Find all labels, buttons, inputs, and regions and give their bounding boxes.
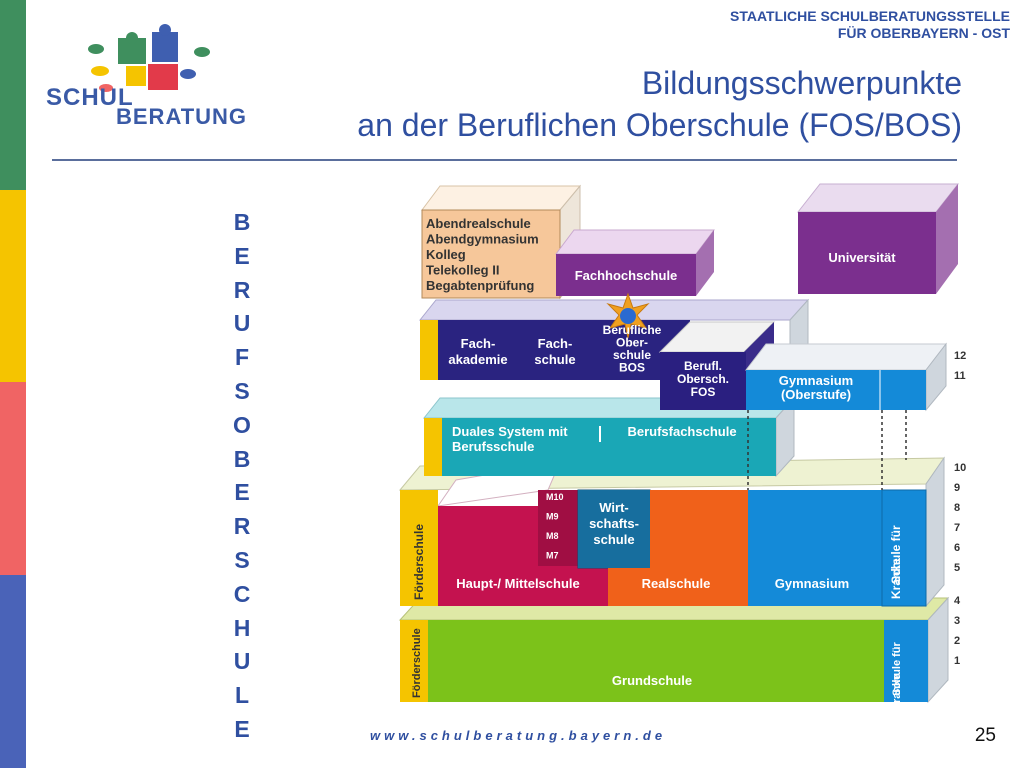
schule-kranke-upper-label: Schule für xyxy=(889,525,903,584)
title-line-2: an der Beruflichen Oberschule (FOS/BOS) xyxy=(357,107,962,143)
berufsfachschule-label: Berufsfachschule xyxy=(627,424,736,439)
foerderschule-upper-label: Förderschule xyxy=(412,524,426,600)
grade-number: 12 xyxy=(954,350,966,362)
abend-label: Begabtenprüfung xyxy=(426,278,534,293)
vertical-letter: E xyxy=(234,242,250,269)
vertical-letter: O xyxy=(233,411,251,438)
fachakademie-block xyxy=(418,298,810,382)
fachschule-label: schule xyxy=(534,352,575,367)
middle-section xyxy=(398,456,945,608)
color-stripe-red xyxy=(0,382,26,575)
color-stripe-yellow xyxy=(0,190,26,382)
color-stripe-blue xyxy=(0,575,26,768)
grade-number: 2 xyxy=(954,635,960,647)
foerderschule-lower-label: Förderschule xyxy=(411,628,423,698)
m-level-label: M9 xyxy=(546,512,559,522)
fachhochschule-block xyxy=(555,229,715,296)
universitaet-label: Universität xyxy=(828,250,896,265)
vertical-letter: H xyxy=(233,614,251,641)
vertical-letter: R xyxy=(233,513,251,540)
vertical-letter: E xyxy=(234,715,250,742)
abend-label: Telekolleg II xyxy=(426,263,499,278)
duales-system-label: Duales System mit xyxy=(452,424,568,439)
fachhochschule-label: Fachhochschule xyxy=(575,268,678,283)
grade-number: 11 xyxy=(954,370,966,382)
grade-number: 10 xyxy=(954,462,966,474)
vertical-letter: F xyxy=(234,344,250,371)
abend-label: Kolleg xyxy=(426,247,466,262)
schule-kranke-lower-label: Schule für xyxy=(891,641,903,696)
abend-label: Abendgymnasium xyxy=(426,232,539,247)
org-line-2: FÜR OBERBAYERN - OST xyxy=(837,25,1010,41)
universitaet-block xyxy=(796,183,960,294)
vertical-letter: L xyxy=(234,682,250,709)
grundschule-label: Grundschule xyxy=(612,673,692,688)
vertical-letter: B xyxy=(233,445,251,472)
m-level-label: M7 xyxy=(546,551,559,561)
logo-word-schul: SCHUL xyxy=(46,84,134,111)
wirtschaftsschule-label: schule xyxy=(593,532,634,547)
abend-label: Abendrealschule xyxy=(426,216,531,231)
bos-label: Berufliche xyxy=(603,323,662,337)
fachschule-label: Fach- xyxy=(538,336,573,351)
m-level-label: M8 xyxy=(546,531,559,541)
color-stripe-green xyxy=(0,0,26,190)
realschule-label: Realschule xyxy=(642,576,711,591)
schulberatung-logo: SCHUL BERATUNG xyxy=(40,18,250,138)
vertical-letter: C xyxy=(233,580,251,607)
duales-system-label: Berufsschule xyxy=(452,439,534,454)
grade-number: 7 xyxy=(954,522,960,534)
bos-label: BOS xyxy=(619,361,645,375)
fachakademie-label: Fach- xyxy=(461,336,496,351)
gymnasium-label: Gymnasium xyxy=(775,576,849,591)
dashed-connectors xyxy=(747,410,907,490)
vertical-letter: S xyxy=(234,377,250,404)
grade-number: 9 xyxy=(954,482,960,494)
fachakademie-label: akademie xyxy=(448,352,507,367)
fos-label: Obersch. xyxy=(677,372,729,386)
grade-number: 1 xyxy=(954,655,960,667)
page-number: 25 xyxy=(974,725,996,746)
gymnasium-oberstufe-label: (Oberstufe) xyxy=(781,387,851,402)
schule-kranke-upper-label: Kranke xyxy=(889,558,903,599)
organization-name: STAATLICHE SCHULBERATUNGSSTELLE FÜR OBER… xyxy=(730,8,1010,42)
grade-number: 4 xyxy=(954,595,961,607)
puzzle-logo-icon xyxy=(88,24,210,92)
bos-label: Ober- xyxy=(616,336,648,350)
fos-label: FOS xyxy=(691,385,716,399)
title-line-1: Bildungsschwerpunkte xyxy=(641,65,962,101)
vertical-letter: E xyxy=(234,479,250,506)
gymnasium-oberstufe-label: Gymnasium xyxy=(779,373,853,388)
bos-label: schule xyxy=(613,348,651,362)
schule-kranke-lower-label: Kranke xyxy=(891,674,903,711)
title-divider xyxy=(52,159,957,161)
vertical-letter: R xyxy=(233,276,251,303)
slide-title: Bildungsschwerpunkte an der Beruflichen … xyxy=(357,62,962,146)
vertical-letter: B xyxy=(233,209,251,235)
logo-word-beratung: BERATUNG xyxy=(116,104,248,129)
star-marker-icon xyxy=(606,292,650,339)
footer-url[interactable]: www.schulberatung.bayern.de xyxy=(370,728,667,743)
wirtschaftsschule-label: Wirt- xyxy=(599,500,629,515)
vertical-letter: U xyxy=(233,310,251,337)
grade-number: 3 xyxy=(954,615,960,627)
fos-label: Berufl. xyxy=(684,359,722,373)
vertical-letter: U xyxy=(233,648,251,675)
wirtschaftsschule-label: schafts- xyxy=(589,516,639,531)
org-line-1: STAATLICHE SCHULBERATUNGSSTELLE xyxy=(730,8,1010,24)
grade-number: 5 xyxy=(954,562,960,574)
mittelschule-label: Haupt-/ Mittelschule xyxy=(456,576,580,591)
duales-system-block xyxy=(422,396,796,478)
m-level-label: M10 xyxy=(546,492,564,502)
grade-number: 6 xyxy=(954,542,960,554)
gymnasium-oberstufe-block xyxy=(744,342,948,412)
vertical-letter: S xyxy=(234,546,250,573)
grade-number: 8 xyxy=(954,502,960,514)
